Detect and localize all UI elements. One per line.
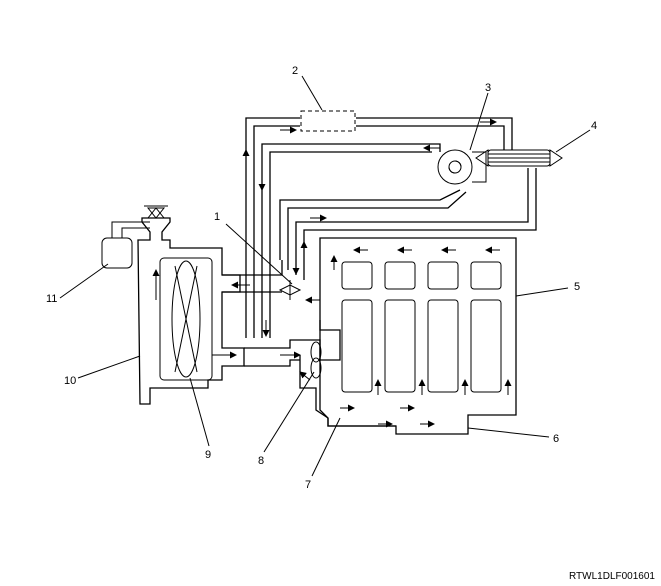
callout-1: 1 [214,211,220,223]
water-pump-impeller [310,357,322,379]
callout-numbers: 1 2 3 4 5 6 7 8 9 10 11 [46,65,597,491]
leader-lines [59,75,591,477]
callout-10: 10 [64,375,76,387]
callout-5: 5 [574,281,580,293]
leader-3 [469,92,489,151]
cylinder-head-jacket [384,261,416,290]
water-pump [298,320,341,419]
callout-11: 11 [46,293,57,305]
radiator-core [159,257,213,381]
leader-10 [77,355,141,379]
callout-3: 3 [485,82,491,94]
leader-7 [311,417,341,477]
water-pump-impeller [310,341,322,363]
reservoir-tank [101,221,150,269]
callout-6: 6 [553,433,559,445]
cylinder-head-jacket [341,261,373,290]
leader-9 [189,377,210,447]
egr-cooler [475,149,563,167]
callout-8: 8 [258,455,264,467]
cylinder-bore-jacket [470,299,502,393]
heater-core [300,110,356,132]
cylinder-bore-jacket [384,299,416,393]
leader-5 [515,287,569,297]
leader-1 [225,223,293,285]
radiator-fan [171,260,201,378]
leader-4 [555,129,591,153]
engine-block [319,237,517,435]
cylinder-head-jacket [427,261,459,290]
cylinder-head-jacket [470,261,502,290]
callout-2: 2 [292,65,298,77]
cylinder-bore-jacket [341,299,373,393]
callout-4: 4 [591,120,597,132]
radiator-cap [144,205,168,219]
radiator [137,217,245,405]
thermostat [278,280,302,300]
coolant-pipes [222,260,300,367]
leader-2 [301,75,323,111]
figure-id: RTWL1DLF001601 [569,571,655,582]
leader-8 [263,371,315,453]
callout-9: 9 [205,449,211,461]
leader-11 [59,263,109,299]
callout-7: 7 [305,479,311,491]
flow-arrows [152,118,512,428]
leader-6 [467,427,550,438]
turbocharger [437,149,487,185]
oil-cooler-passage [327,418,396,427]
cylinder-bore-jacket [427,299,459,393]
egr-heater-pipes [245,110,537,338]
